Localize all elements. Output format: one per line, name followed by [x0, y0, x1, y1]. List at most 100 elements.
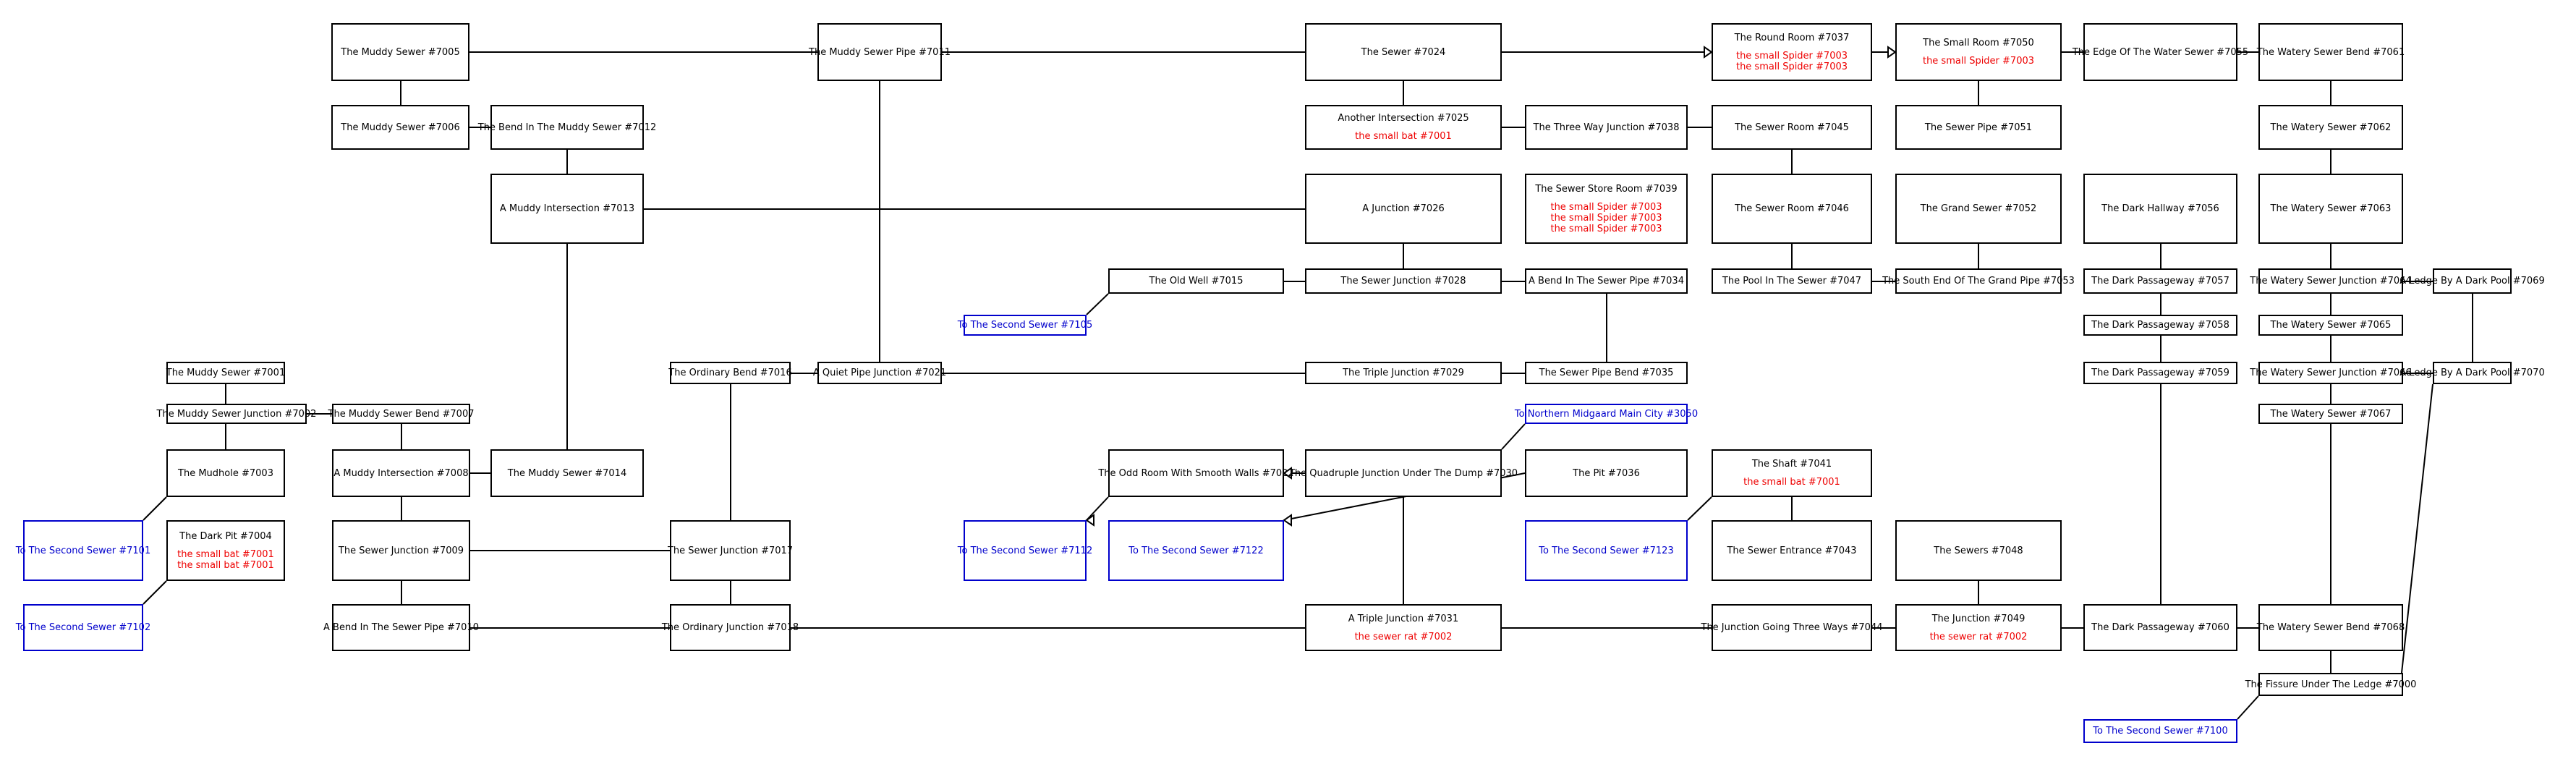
room-name: The Muddy Sewer #7001 [166, 368, 286, 378]
room-r7048: The Sewers #7048 [1895, 520, 2062, 581]
room-name: To The Second Sewer #7122 [1128, 545, 1264, 556]
room-r7055: The Edge Of The Water Sewer #7055 [2073, 23, 2248, 81]
exit-link-x7112[interactable]: To The Second Sewer #7112 [958, 520, 1092, 581]
room-name: The Sewer Room #7045 [1735, 122, 1849, 133]
room-name: The Sewer Entrance #7043 [1727, 545, 1857, 556]
room-name: The Muddy Sewer Bend #7007 [328, 408, 475, 420]
room-name: The Grand Sewer #7052 [1920, 203, 2037, 214]
room-name: The Sewer Pipe #7051 [1924, 122, 2033, 133]
room-r7009: The Sewer Junction #7009 [332, 520, 470, 581]
mob-entry: the small Spider #7003 [1550, 201, 1662, 213]
mob-entry: the small bat #7001 [1743, 477, 1840, 488]
room-r7015: The Old Well #7015 [1108, 268, 1284, 294]
room-r7066: The Watery Sewer Junction #7066 [2250, 362, 2412, 384]
room-name: A Bend In The Sewer Pipe #7034 [1529, 276, 1684, 286]
room-name: The Watery Sewer #7067 [2270, 408, 2392, 420]
room-name: A Muddy Intersection #7008 [333, 467, 469, 479]
room-r7025: Another Intersection #7025 the small bat … [1305, 105, 1502, 150]
exit-link-x7105[interactable]: To The Second Sewer #7105 [958, 315, 1092, 336]
room-name: To The Second Sewer #7105 [957, 320, 1093, 331]
room-r7018: The Ordinary Junction #7018 [662, 604, 799, 651]
mob-entry: the small Spider #7003 [1735, 61, 1848, 72]
room-name: A Muddy Intersection #7013 [499, 203, 635, 214]
arrow-head [1085, 514, 1094, 527]
room-mob-list: the small bat #7001 [1355, 131, 1452, 142]
mob-entry: the small Spider #7003 [1735, 50, 1848, 61]
room-r7058: The Dark Passageway #7058 [2083, 315, 2237, 336]
exit-link-x7122[interactable]: To The Second Sewer #7122 [1108, 520, 1284, 581]
room-name: A Junction #7026 [1362, 203, 1445, 214]
room-name: The Old Well #7015 [1149, 276, 1244, 286]
room-r7045: The Sewer Room #7045 [1712, 105, 1872, 150]
room-r7026: A Junction #7026 [1305, 174, 1502, 244]
diagonal-connection [1086, 496, 1109, 521]
room-name: The Sewer Room #7046 [1735, 203, 1849, 214]
room-name: A Ledge By A Dark Pool #7069 [2399, 276, 2545, 286]
room-r7063: The Watery Sewer #7063 [2258, 174, 2403, 244]
room-r7044: The Junction Going Three Ways #7044 [1701, 604, 1883, 651]
room-r7041: The Shaft #7041 the small bat #7001 [1712, 449, 1872, 497]
diagonal-connection [143, 496, 167, 521]
room-name: Another Intersection #7025 [1338, 113, 1469, 124]
room-name: The Watery Sewer Bend #7068 [2256, 622, 2405, 633]
exit-link-x7123[interactable]: To The Second Sewer #7123 [1525, 520, 1688, 581]
exit-link-x7101[interactable]: To The Second Sewer #7101 [16, 520, 150, 581]
diagonal-connection [1687, 496, 1712, 521]
diagonal-connection [2237, 695, 2259, 720]
room-name: To The Second Sewer #7101 [15, 545, 151, 556]
room-name: The Watery Sewer Junction #7066 [2250, 368, 2412, 378]
room-r7034: A Bend In The Sewer Pipe #7034 [1525, 268, 1688, 294]
room-r7014: The Muddy Sewer #7014 [490, 449, 644, 497]
room-r7051: The Sewer Pipe #7051 [1895, 105, 2062, 150]
room-name: To Northern Midgaard Main City #3050 [1514, 408, 1699, 420]
exit-link-x3050[interactable]: To Northern Midgaard Main City #3050 [1515, 404, 1698, 424]
room-r7043: The Sewer Entrance #7043 [1712, 520, 1872, 581]
room-name: The Dark Passageway #7060 [2091, 622, 2229, 633]
room-name: A Ledge By A Dark Pool #7070 [2399, 368, 2545, 378]
room-r7002: The Muddy Sewer Junction #7002 [157, 404, 316, 424]
room-name: The Pool In The Sewer #7047 [1722, 276, 1862, 286]
room-name: To The Second Sewer #7102 [15, 622, 151, 633]
room-name: The Dark Hallway #7056 [2101, 203, 2219, 214]
room-name: The Dark Pit #7004 [179, 530, 272, 542]
room-name: The Watery Sewer #7065 [2270, 320, 2392, 331]
room-r7006: The Muddy Sewer #7006 [331, 105, 469, 150]
room-r7012: The Bend In The Muddy Sewer #7012 [478, 105, 656, 150]
room-r7036: The Pit #7036 [1525, 449, 1688, 497]
room-name: To The Second Sewer #7123 [1539, 545, 1674, 556]
room-r7038: The Three Way Junction #7038 [1525, 105, 1688, 150]
room-name: The Round Room #7037 [1734, 32, 1850, 43]
room-name: The Fissure Under The Ledge #7000 [2245, 679, 2417, 690]
exit-link-x7100[interactable]: To The Second Sewer #7100 [2083, 719, 2237, 743]
room-name: A Quiet Pipe Junction #7021 [812, 368, 947, 378]
room-r7069: A Ledge By A Dark Pool #7069 [2399, 268, 2545, 294]
room-name: The Bend In The Muddy Sewer #7012 [477, 122, 657, 133]
room-name: The South End Of The Grand Pipe #7053 [1882, 276, 2075, 286]
room-r7059: The Dark Passageway #7059 [2083, 362, 2237, 384]
room-name: The Pit #7036 [1573, 467, 1640, 479]
room-r7022: The Odd Room With Smooth Walls #7022 [1098, 449, 1294, 497]
room-mob-list: the small Spider #7003 [1923, 56, 2034, 67]
room-name: The Triple Junction #7029 [1343, 368, 1464, 378]
room-r7016: The Ordinary Bend #7016 [668, 362, 792, 384]
arrow-head [1887, 46, 1897, 59]
room-name: The Muddy Sewer #7005 [341, 46, 460, 58]
arrow-head [1283, 467, 1292, 480]
room-name: The Watery Sewer #7063 [2270, 203, 2392, 214]
room-r7065: The Watery Sewer #7065 [2258, 315, 2403, 336]
room-name: The Quadruple Junction Under The Dump #7… [1288, 467, 1518, 479]
arrow-head [1704, 46, 1713, 59]
room-name: The Muddy Sewer #7014 [507, 467, 627, 479]
exit-link-x7102[interactable]: To The Second Sewer #7102 [16, 604, 150, 651]
room-mob-list: the sewer rat #7002 [1355, 632, 1453, 642]
room-name: The Shaft #7041 [1751, 459, 1832, 470]
room-mob-list: the small bat #7001 [1743, 477, 1840, 488]
room-r7046: The Sewer Room #7046 [1712, 174, 1872, 244]
mob-entry: the sewer rat #7002 [1929, 631, 2028, 642]
